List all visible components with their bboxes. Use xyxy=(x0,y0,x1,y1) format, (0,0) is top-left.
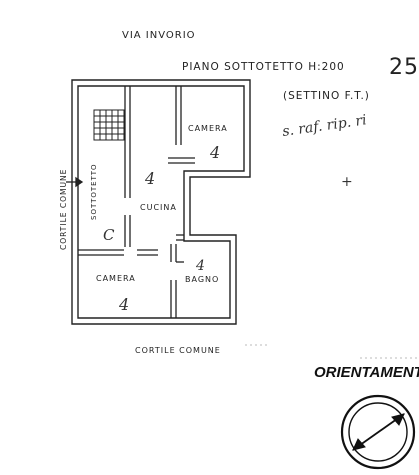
room-label-sottotetto: SOTTOTETTO xyxy=(90,163,98,220)
room-number-camera-top: 4 xyxy=(209,143,220,162)
entrance-arrow-icon xyxy=(66,176,84,188)
scan-marks xyxy=(245,344,419,359)
compass-icon xyxy=(340,394,416,470)
room-label-camera-bottom: CAMERA xyxy=(96,274,136,283)
sheet-number: 25 xyxy=(389,55,419,80)
orientation-label: ORIENTAMENT xyxy=(314,364,419,381)
plan-title: PIANO SOTTOTETTO H:200 xyxy=(182,61,345,73)
room-number-camera-bottom: 4 xyxy=(118,295,129,314)
room-label-camera-top: CAMERA xyxy=(188,124,228,133)
interior-walls xyxy=(78,86,195,318)
stairs-icon xyxy=(93,109,125,141)
exterior-walls xyxy=(71,79,251,325)
room-label-bagno: BAGNO xyxy=(185,275,219,284)
plan-note: (SETTINO F.T.) xyxy=(283,90,370,102)
bottom-courtyard-label: CORTILE COMUNE xyxy=(135,346,221,355)
street-label: VIA INVORIO xyxy=(122,30,196,41)
room-label-cucina: CUCINA xyxy=(140,203,177,212)
room-number-bagno: 4 xyxy=(195,258,205,274)
room-number-sottotetto: C xyxy=(103,226,115,244)
room-number-cucina: 4 xyxy=(144,169,155,188)
handwritten-note: s. raf. rip. ri xyxy=(281,112,367,140)
left-courtyard-label: CORTILE COMUNE xyxy=(59,169,68,250)
plus-mark: + xyxy=(341,174,353,190)
